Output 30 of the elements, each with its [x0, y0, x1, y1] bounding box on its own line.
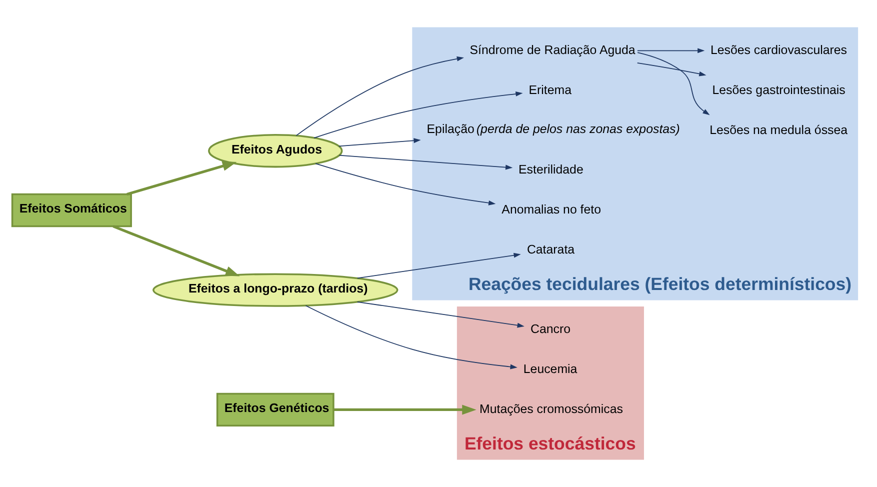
arrow: [636, 62, 706, 76]
node-text: Cancro: [530, 322, 571, 336]
node-text: Síndrome de Radiação Aguda: [470, 42, 636, 57]
arrow: [356, 301, 524, 328]
arrow: [305, 305, 518, 370]
node-text: Catarata: [526, 242, 575, 256]
node-text: Epilação (perda de pelos nas zonas expostas): [426, 122, 680, 136]
node-box: Efeitos Somáticos: [11, 193, 132, 228]
arrow: [314, 91, 523, 138]
arrow: [315, 163, 496, 206]
arrow: [637, 52, 710, 116]
node-ellipse: Efeitos Agudos: [208, 134, 343, 168]
arrow: [356, 252, 521, 279]
node-ellipse: Efeitos a longo-prazo (tardios): [152, 273, 398, 307]
arrow: [296, 56, 464, 136]
node-text: Eritema: [528, 82, 572, 97]
node-text: Mutações cromossómicas: [480, 402, 623, 416]
node-text: Esterilidade: [518, 162, 584, 177]
node-box: Efeitos Genéticos: [216, 392, 334, 427]
arrow: [333, 404, 476, 415]
arrow: [338, 154, 513, 170]
node-text: Anomalias no feto: [502, 202, 602, 217]
arrow: [112, 225, 240, 276]
node-text: Lesões cardiovasculares: [710, 42, 848, 57]
arrow: [637, 48, 705, 54]
arrow: [338, 138, 421, 147]
node-text: Lesões na medula óssea: [710, 122, 848, 137]
arrow: [126, 161, 237, 196]
node-text: Leucemia: [523, 362, 578, 376]
node-text: Lesões gastrointestinais: [712, 82, 846, 97]
